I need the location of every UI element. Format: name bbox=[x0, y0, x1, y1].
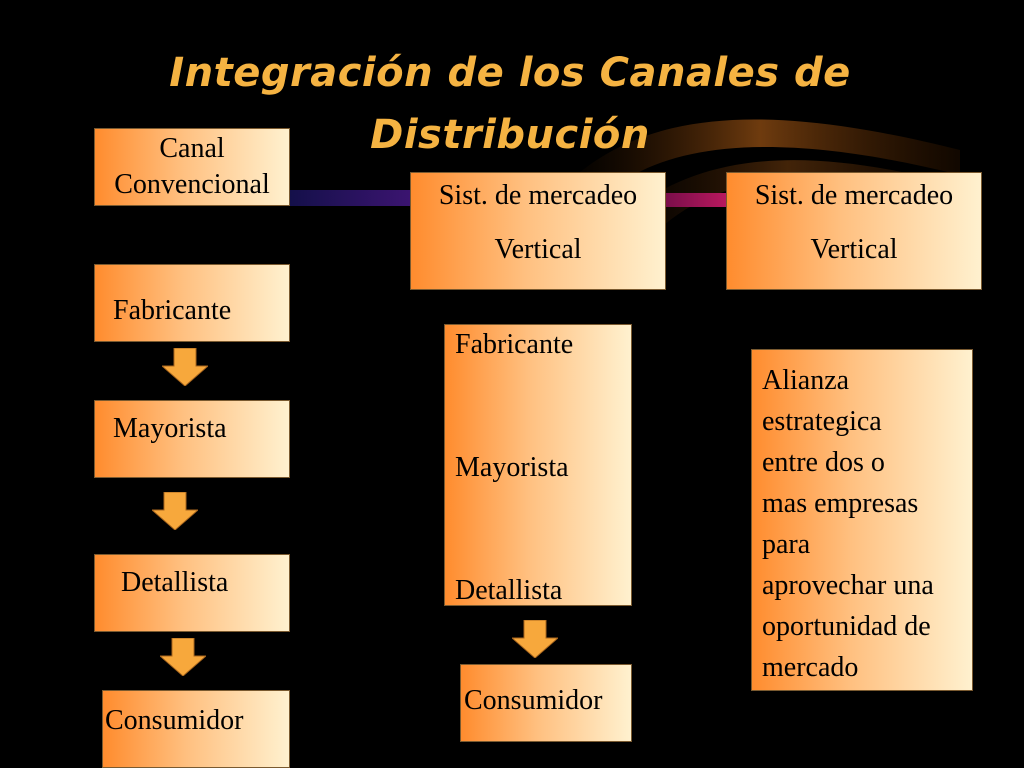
vertical-1-header-line-2: Vertical bbox=[494, 234, 582, 265]
chain-mayorista: Mayorista bbox=[455, 452, 569, 483]
conventional-step-consumidor: Consumidor bbox=[102, 690, 290, 768]
vertical-2-header-line-2: Vertical bbox=[810, 234, 898, 265]
vertical-2-header-line-1: Sist. de mercadeo bbox=[754, 180, 954, 211]
vertical-system-header-1: Sist. de mercadeo Vertical bbox=[410, 172, 666, 290]
vertical-system-header-2: Sist. de mercadeo Vertical bbox=[726, 172, 982, 290]
down-arrow-icon bbox=[160, 638, 206, 676]
description-line: entre dos o bbox=[762, 447, 885, 478]
description-line: Alianza bbox=[762, 365, 850, 396]
description-line: oportunidad de bbox=[762, 611, 931, 642]
title-line-1: Integración de los Canales de bbox=[169, 50, 851, 96]
description-line: mercado bbox=[762, 652, 859, 683]
step-label: Consumidor bbox=[464, 685, 603, 716]
connector-bar-left bbox=[290, 190, 410, 206]
conventional-step-fabricante: Fabricante bbox=[94, 264, 290, 342]
vertical-consumidor: Consumidor bbox=[460, 664, 632, 742]
conventional-header-line-2: Convencional bbox=[114, 169, 270, 200]
slide-title: Integración de los Canales de Distribuci… bbox=[100, 42, 920, 166]
description-line: aprovechar una bbox=[762, 570, 934, 601]
down-arrow-icon bbox=[152, 492, 198, 530]
down-arrow-icon bbox=[162, 348, 208, 386]
alliance-description-box: Alianza estrategica entre dos o mas empr… bbox=[751, 349, 973, 691]
description-line: para bbox=[762, 529, 811, 560]
conventional-channel-header: Canal Convencional bbox=[94, 128, 290, 206]
description-line: estrategica bbox=[762, 406, 882, 437]
swoosh-arc bbox=[560, 119, 960, 200]
step-label: Mayorista bbox=[113, 413, 227, 444]
down-arrow-icon bbox=[512, 620, 558, 658]
vertical-1-header-line-1: Sist. de mercadeo bbox=[438, 180, 638, 211]
description-line: mas empresas bbox=[762, 488, 919, 519]
step-label: Consumidor bbox=[105, 705, 244, 736]
conventional-step-mayorista: Mayorista bbox=[94, 400, 290, 478]
title-line-2: Distribución bbox=[370, 112, 650, 158]
chain-detallista: Detallista bbox=[455, 575, 563, 606]
conventional-step-detallista: Detallista bbox=[94, 554, 290, 632]
connector-bar-right bbox=[666, 193, 726, 207]
chain-fabricante: Fabricante bbox=[455, 329, 574, 360]
conventional-header-line-1: Canal bbox=[159, 133, 225, 164]
step-label: Fabricante bbox=[113, 295, 232, 326]
vertical-chain-box: Fabricante Mayorista Detallista bbox=[444, 324, 632, 606]
step-label: Detallista bbox=[121, 567, 229, 598]
